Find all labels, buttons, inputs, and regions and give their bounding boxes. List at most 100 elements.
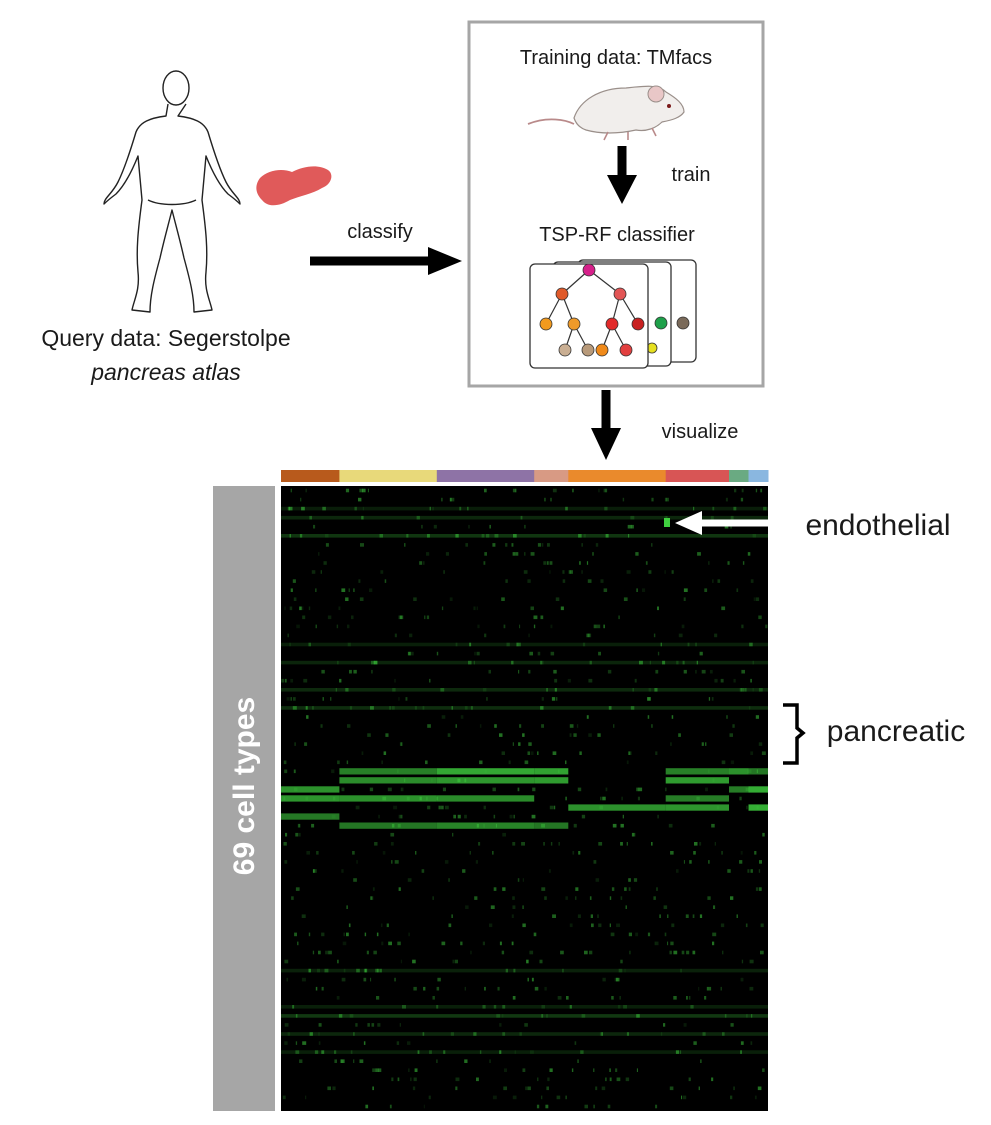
heatmap-speckle: [708, 860, 710, 864]
heatmap-speckle: [598, 651, 601, 656]
heatmap-speckle: [341, 1059, 345, 1063]
heatmap-speckle: [323, 561, 327, 565]
heatmap-speckle: [440, 688, 445, 692]
heatmap-speckle: [541, 1095, 543, 1100]
heatmap-speckle: [349, 669, 352, 674]
heatmap-speckle: [734, 488, 737, 493]
heatmap-speckle: [616, 1077, 621, 1082]
heatmap-speckle: [755, 597, 760, 601]
heatmap-speckle: [526, 959, 529, 964]
heatmap-speckle: [607, 1104, 611, 1109]
heatmap-speckle: [549, 805, 554, 810]
heatmap-speckle: [590, 914, 593, 918]
heatmap-speckle: [518, 669, 520, 674]
heatmap-speckle: [295, 1050, 300, 1054]
heatmap-speckle: [554, 678, 558, 683]
heatmap-speckle: [562, 570, 565, 574]
heatmap-speckle: [390, 832, 395, 837]
heatmap-speckle: [541, 543, 544, 547]
heatmap-speckle: [421, 524, 423, 529]
heatmap-speckle: [353, 1032, 355, 1036]
heatmap-speckle: [324, 968, 329, 973]
heatmap-speckle: [355, 1023, 358, 1027]
heatmap-speckle: [424, 615, 426, 620]
heatmap-speckle: [353, 1059, 355, 1063]
heatmap-speckle: [721, 760, 726, 765]
heatmap-speckle: [295, 1041, 298, 1045]
heatmap-speckle: [362, 506, 364, 511]
heatmap-signal-band: [568, 804, 666, 811]
heatmap-speckle: [530, 552, 535, 556]
heatmap-speckle: [506, 642, 510, 647]
heatmap-speckle: [671, 570, 674, 574]
heatmap-speckle: [589, 950, 593, 955]
heatmap-speckle: [412, 959, 416, 964]
heatmap-speckle: [336, 996, 340, 1000]
heatmap-speckle: [569, 724, 574, 728]
heatmap-speckle: [587, 633, 592, 638]
heatmap-speckle: [749, 959, 754, 964]
heatmap-speckle: [541, 823, 545, 828]
heatmap-speckle: [701, 742, 704, 746]
heatmap-speckle: [514, 488, 517, 493]
heatmap-speckle: [318, 950, 321, 955]
heatmap-speckle: [367, 1023, 370, 1027]
heatmap-speckle: [382, 796, 387, 801]
heatmap-speckle: [299, 606, 302, 611]
heatmap-speckle: [752, 660, 754, 665]
heatmap-speckle: [548, 869, 551, 873]
heatmap-speckle: [690, 1005, 694, 1009]
heatmap-speckle: [339, 678, 342, 683]
heatmap-speckle: [426, 552, 430, 556]
heatmap-speckle: [639, 660, 643, 665]
heatmap-speckle: [666, 515, 668, 520]
heatmap-speckle: [441, 941, 446, 946]
heatmap-speckle: [330, 697, 332, 701]
heatmap-speckle: [295, 832, 299, 837]
heatmap-speckle: [301, 506, 305, 511]
heatmap-speckle: [740, 977, 744, 982]
heatmap-speckle: [593, 1104, 595, 1109]
heatmap-speckle: [501, 597, 505, 601]
heatmap-speckle: [740, 851, 743, 855]
heatmap-speckle: [693, 1041, 697, 1045]
heatmap-speckle: [572, 851, 575, 855]
heatmap-speckle: [712, 579, 714, 583]
heatmap-speckle: [551, 697, 556, 701]
heatmap-speckle: [662, 660, 666, 665]
heatmap-signal-band: [534, 768, 569, 775]
heatmap-speckle: [541, 1005, 545, 1009]
heatmap-speckle: [501, 751, 505, 755]
heatmap-speckle: [567, 678, 571, 683]
heatmap-speckle: [648, 688, 652, 692]
heatmap-speckle: [394, 860, 399, 864]
heatmap-speckle: [322, 697, 324, 701]
heatmap-speckle: [597, 914, 599, 918]
heatmap-speckle: [549, 561, 553, 565]
heatmap-speckle: [660, 642, 662, 647]
heatmap-speckle: [371, 669, 373, 674]
heatmap-speckle: [608, 706, 612, 710]
heatmap-speckle: [547, 561, 549, 565]
heatmap-speckle: [618, 968, 623, 973]
heatmap-speckle: [483, 805, 486, 810]
heatmap-speckle: [692, 950, 696, 955]
heatmap-speckle: [451, 914, 453, 918]
heatmap-speckle: [397, 823, 401, 828]
heatmap-speckle: [283, 842, 287, 846]
heatmap-speckle: [740, 1041, 744, 1045]
endothelial-arrow: [675, 511, 768, 535]
heatmap-speckle: [569, 923, 573, 928]
heatmap-speckle: [394, 678, 396, 683]
heatmap-speckle: [695, 669, 697, 674]
heatmap-speckle: [579, 561, 581, 565]
heatmap-speckle: [476, 606, 478, 611]
heatmap-speckle: [427, 805, 431, 810]
heatmap-speckle: [333, 796, 336, 801]
heatmap-speckle: [625, 905, 627, 909]
heatmap-speckle: [374, 842, 378, 846]
heatmap-speckle: [519, 624, 521, 629]
heatmap-speckle: [707, 986, 712, 991]
heatmap-speckle: [517, 787, 520, 792]
heatmap-speckle: [733, 1086, 735, 1091]
